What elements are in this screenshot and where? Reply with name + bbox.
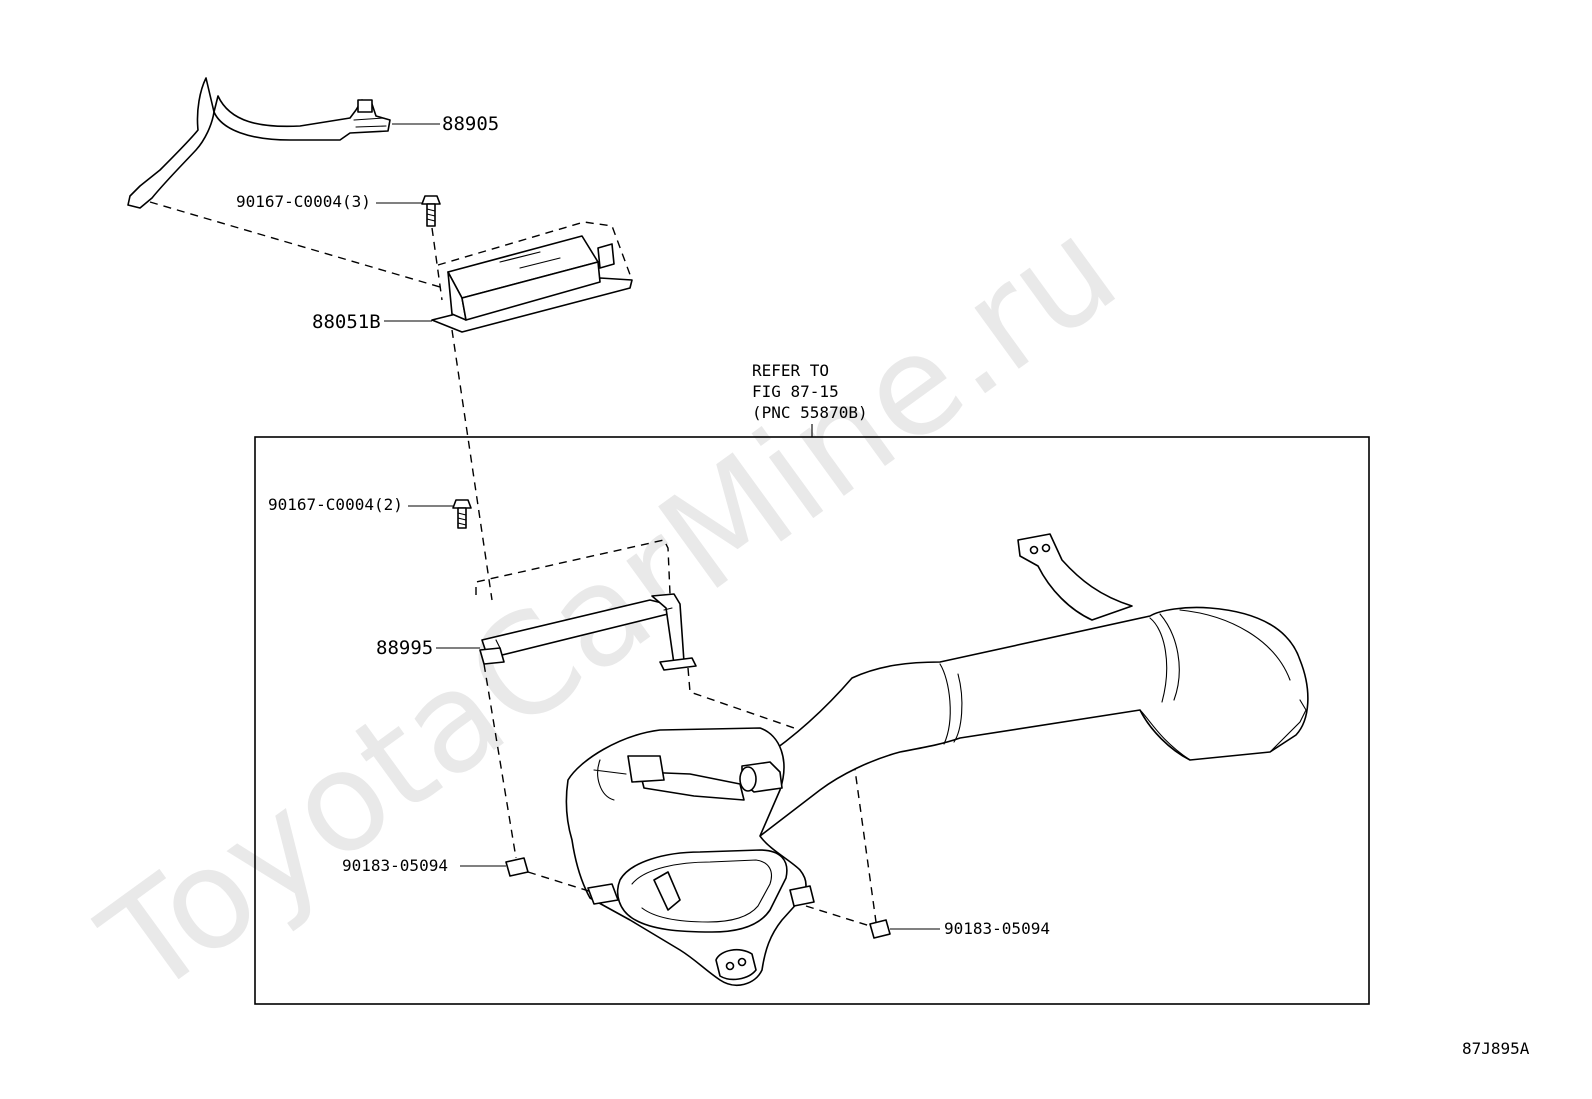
screw-top-icon bbox=[421, 195, 441, 227]
amplifier-bracket-line bbox=[451, 329, 493, 601]
nut-right-part-number: 90183-05094 bbox=[944, 919, 1050, 938]
nut-right-connection-line bbox=[805, 905, 871, 927]
bracket-right-nut-line bbox=[687, 667, 877, 923]
amplifier-part-number: 88051B bbox=[312, 311, 381, 333]
amplifier-icon bbox=[431, 221, 633, 333]
air-duct-icon bbox=[565, 533, 1309, 986]
reference-note-line3: (PNC 55870B) bbox=[752, 403, 868, 422]
harness-part-number: 88905 bbox=[442, 113, 499, 135]
nut-left-icon bbox=[505, 857, 529, 877]
screw-top-part-number: 90167-C0004(3) bbox=[236, 192, 371, 211]
harness-connection-line bbox=[149, 201, 441, 288]
bracket-part-number: 88995 bbox=[376, 637, 433, 659]
figure-code: 87J895A bbox=[1462, 1039, 1530, 1058]
reference-note-line1: REFER TO bbox=[752, 361, 829, 380]
nut-right-icon bbox=[869, 919, 891, 939]
nut-left-part-number: 90183-05094 bbox=[342, 856, 448, 875]
screw-top-axis-line bbox=[431, 227, 443, 301]
bracket-icon bbox=[475, 539, 697, 671]
screw-mid-icon bbox=[452, 499, 472, 529]
wire-harness-icon bbox=[127, 77, 391, 209]
reference-note-line2: FIG 87-15 bbox=[752, 382, 839, 401]
screw-mid-part-number: 90167-C0004(2) bbox=[268, 495, 403, 514]
nut-left-connection-line bbox=[527, 871, 593, 893]
bracket-left-nut-line bbox=[483, 663, 517, 859]
